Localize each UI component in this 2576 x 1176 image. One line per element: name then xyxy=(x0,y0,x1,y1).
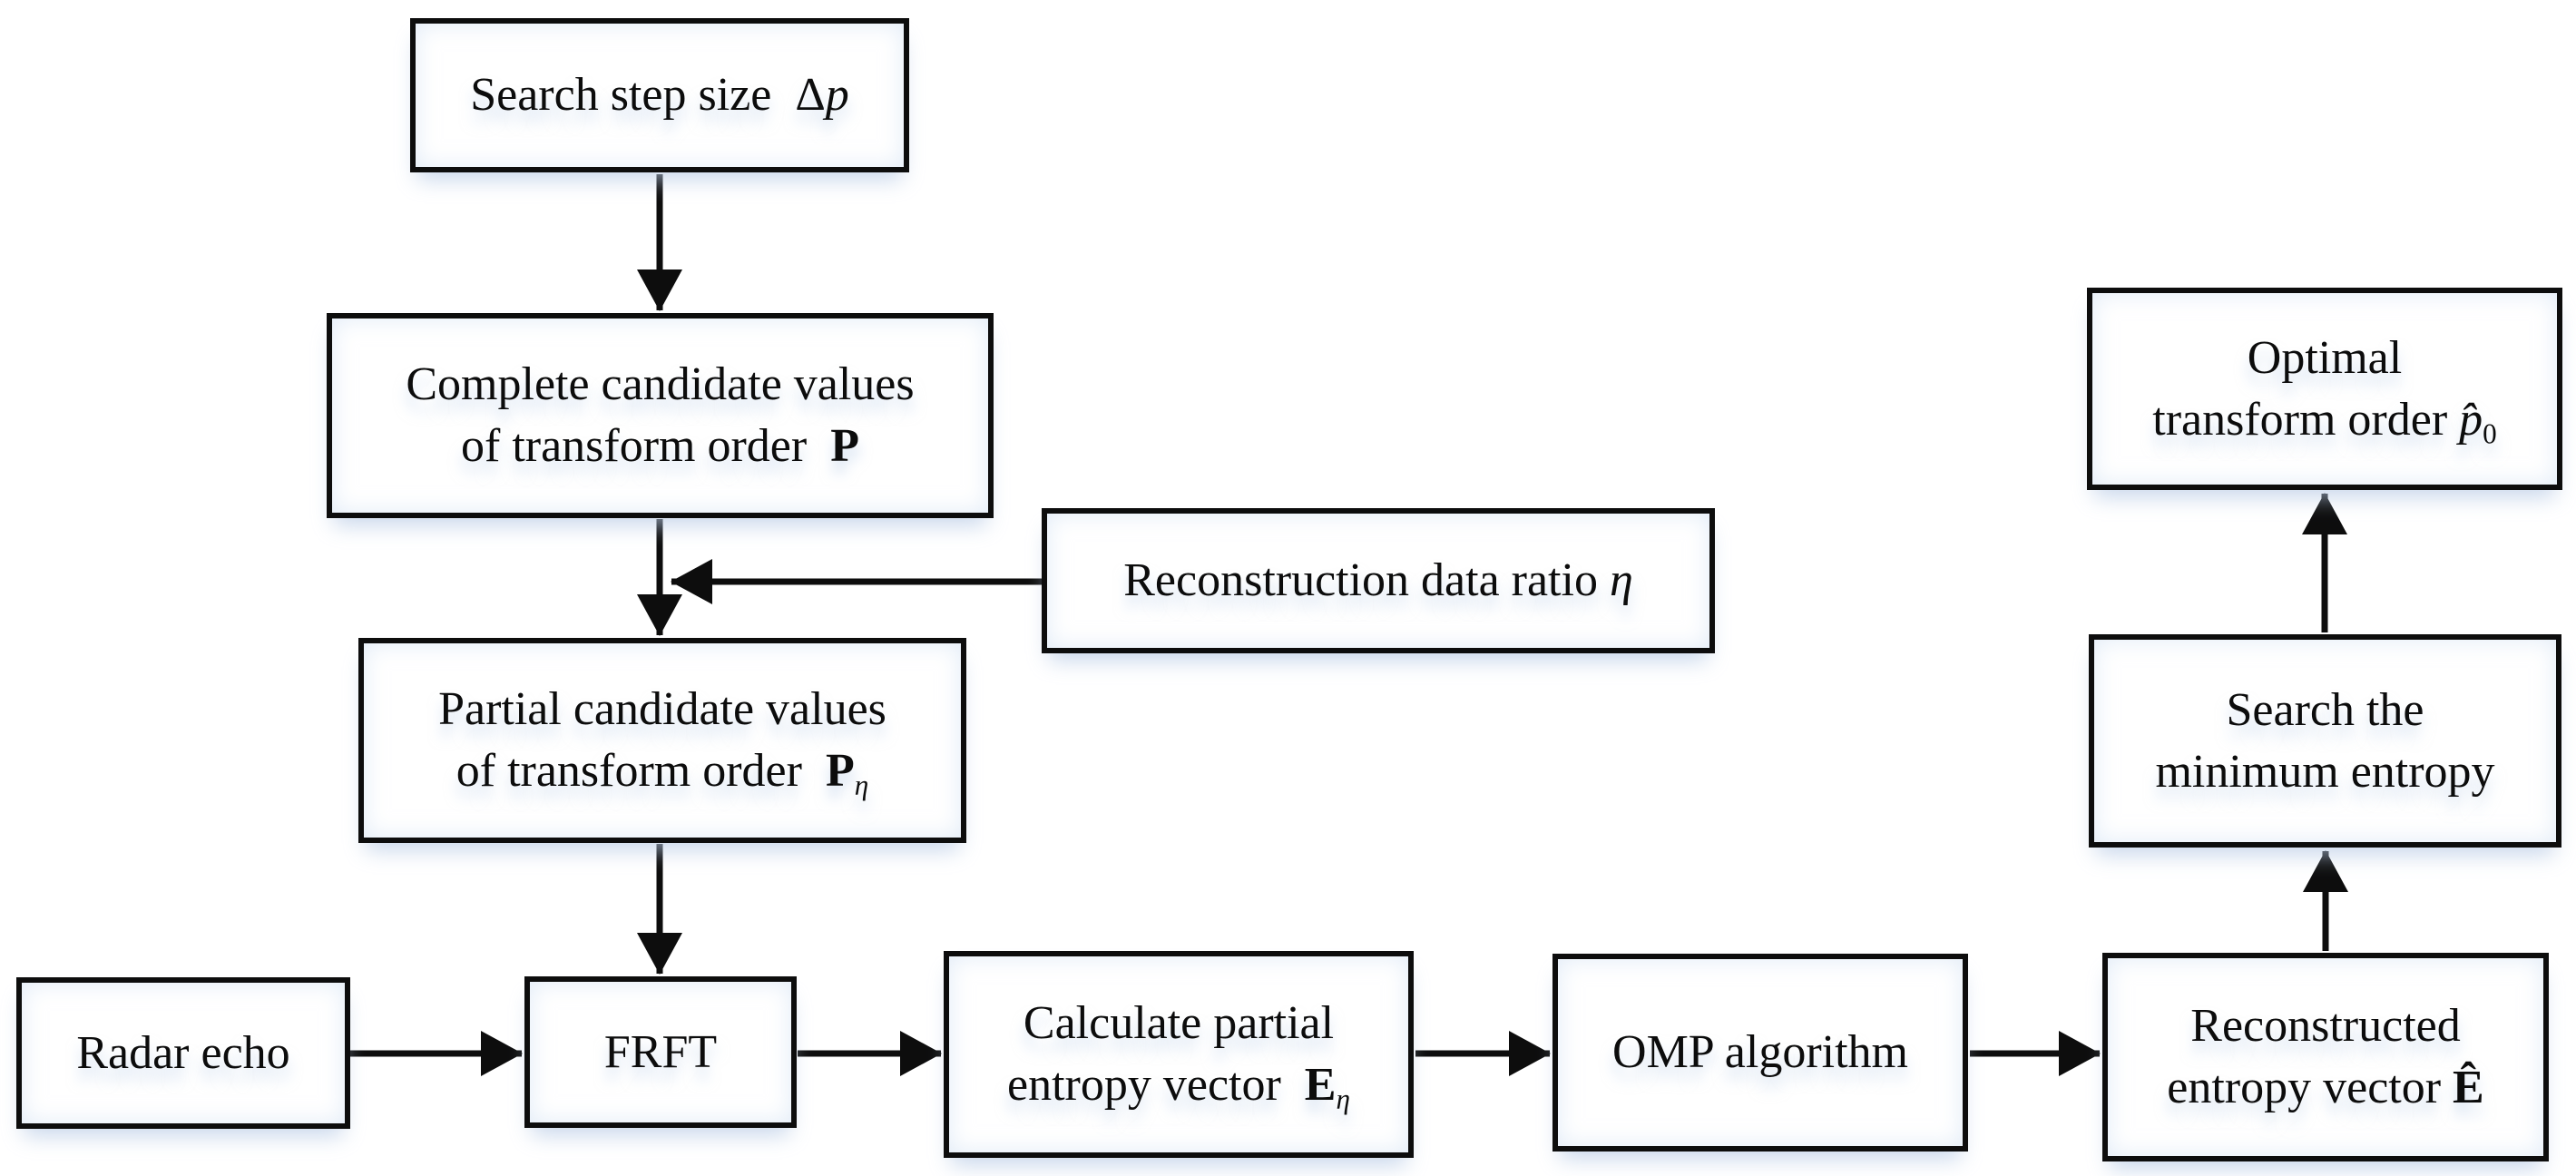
label-line: entropy vector Ê xyxy=(2167,1057,2483,1119)
label-segment: Complete candidate values xyxy=(406,358,915,411)
label-segment: Partial candidate values xyxy=(438,683,886,736)
label-segment: P xyxy=(825,745,855,797)
node-frft: FRFT xyxy=(524,976,797,1128)
label-line: Search step size Δp xyxy=(470,64,849,126)
label-line: entropy vector Eη xyxy=(1007,1054,1350,1116)
label-segment: p̂ xyxy=(2459,393,2483,446)
label-segment: of transform order xyxy=(461,420,831,472)
label-segment: entropy vector xyxy=(2167,1062,2454,1113)
node-search-minimum-entropy: Search the minimum entropy xyxy=(2089,634,2561,848)
label-segment: E xyxy=(1304,1059,1337,1111)
label-line: Calculate partial xyxy=(1024,993,1334,1054)
label-line: Radar echo xyxy=(76,1023,289,1084)
label-segment: Radar echo xyxy=(76,1026,290,1079)
label-segment: p xyxy=(825,69,849,122)
label-segment: 0 xyxy=(2483,416,2497,449)
label-line: Optimal xyxy=(2248,328,2402,389)
label-segment: entropy vector xyxy=(1007,1059,1305,1111)
label-segment: OMP algorithm xyxy=(1612,1026,1908,1079)
label-line: Search the xyxy=(2226,680,2424,741)
label-segment: minimum entropy xyxy=(2155,745,2495,798)
label-segment: Ê xyxy=(2453,1062,2484,1113)
label-line: transform order p̂0 xyxy=(2152,389,2496,451)
node-search-step-size: Search step size Δp xyxy=(410,18,909,172)
label-segment: Δ xyxy=(795,69,826,122)
label-line: Partial candidate values xyxy=(438,679,886,740)
label-segment: Reconstructed xyxy=(2190,1000,2461,1053)
node-omp-algorithm: OMP algorithm xyxy=(1552,954,1968,1152)
label-segment: Reconstruction data ratio xyxy=(1123,554,1610,607)
label-line: minimum entropy xyxy=(2155,741,2494,803)
label-segment: Optimal xyxy=(2247,331,2403,384)
label-line: Complete candidate values xyxy=(406,354,914,416)
label-segment: P xyxy=(830,420,859,472)
label-segment: FRFT xyxy=(603,1025,718,1078)
label-line: FRFT xyxy=(604,1022,717,1083)
node-radar-echo: Radar echo xyxy=(16,977,350,1129)
label-segment: η xyxy=(1336,1083,1350,1115)
label-segment: Search the xyxy=(2226,683,2424,736)
label-line: Reconstruction data ratio η xyxy=(1123,550,1633,612)
label-line: Reconstructed xyxy=(2190,995,2460,1057)
label-segment: Calculate partial xyxy=(1023,997,1335,1050)
label-segment: η xyxy=(854,769,869,801)
label-line: OMP algorithm xyxy=(1612,1022,1908,1083)
label-segment: of transform order xyxy=(455,745,826,797)
label-line: of transform order Pη xyxy=(456,740,868,802)
node-reconstruction-data-ratio: Reconstruction data ratio η xyxy=(1042,508,1715,653)
label-segment: Search step size xyxy=(470,69,796,122)
label-segment: η xyxy=(1609,554,1633,607)
label-line: of transform order P xyxy=(461,416,859,477)
label-segment: transform order xyxy=(2152,393,2460,446)
